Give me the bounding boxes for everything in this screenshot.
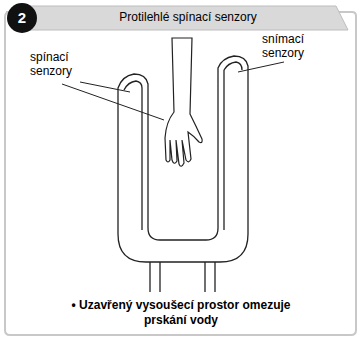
card-border — [5, 12, 356, 335]
caption-note: • Uzavřený vysoušecí prostor omezuje prs… — [60, 298, 302, 328]
number-circle — [7, 3, 37, 33]
header-band — [30, 6, 348, 30]
leader-lines — [62, 62, 284, 120]
header-title: Protilehlé spínací senzory — [40, 10, 336, 24]
hand — [165, 38, 202, 166]
part-label: spínací senzory — [30, 50, 92, 78]
part-label: snímací senzory — [262, 32, 324, 60]
callout-number: 2 — [7, 9, 37, 27]
